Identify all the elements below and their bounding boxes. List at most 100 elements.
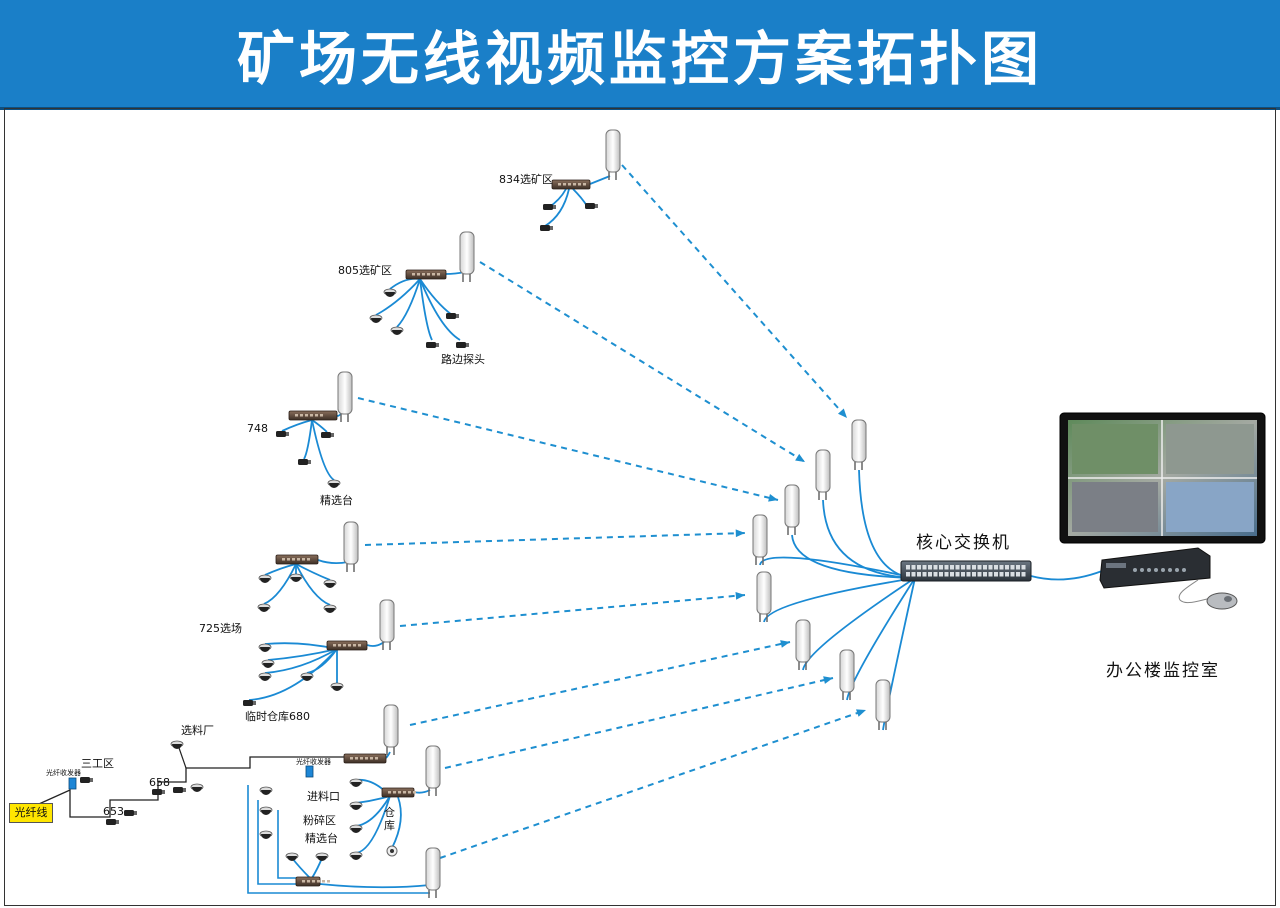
dome-camera-icon (259, 830, 273, 839)
cable-link (846, 577, 916, 701)
cable-link (257, 800, 298, 885)
fiber-line-tag: 光纤线 (9, 803, 53, 823)
dome-camera-icon (190, 783, 204, 792)
label-fiber-transceiver-2: 光纤收发器 (296, 758, 331, 766)
cable-link (589, 175, 611, 185)
cable-link (419, 278, 461, 341)
title-bar: 矿场无线视频监控方案拓扑图 (0, 0, 1280, 110)
cable-link (419, 278, 453, 316)
wireless-arrow (856, 709, 866, 717)
wireless-bridge-icon (815, 449, 831, 500)
wireless-bridge-icon (425, 745, 441, 796)
wireless-link (399, 594, 746, 627)
page-title: 矿场无线视频监控方案拓扑图 (236, 24, 1043, 93)
wireless-bridge-icon (839, 649, 855, 700)
fiber-transceiver-icon (305, 765, 314, 778)
cable-link (295, 563, 331, 606)
bullet-camera-icon (106, 819, 119, 825)
poe-switch-icon (275, 554, 319, 565)
cable-link (264, 642, 338, 650)
diagram-stage (4, 108, 1276, 906)
wireless-bridge-icon (379, 599, 395, 650)
bullet-camera-icon (585, 203, 598, 209)
poe-switch-icon (551, 179, 591, 190)
nvr-icon (1099, 547, 1211, 589)
label-office-room: 办公楼监控室 (1106, 661, 1220, 681)
wireless-arrow (780, 640, 790, 648)
wireless-link (364, 532, 746, 546)
bullet-camera-icon (298, 459, 311, 465)
cable-link (281, 419, 313, 432)
bullet-camera-icon (124, 810, 137, 816)
label-658: 658 (149, 776, 170, 789)
dome-camera-icon (257, 603, 271, 612)
label-fiber-transceiver-1: 光纤收发器 (46, 769, 81, 777)
cable-link (311, 857, 323, 879)
label-zone-834: 834选矿区 (499, 173, 553, 186)
monitor-icon (1059, 412, 1266, 544)
poe-switch-icon (343, 753, 387, 764)
wireless-bridge-icon (605, 129, 621, 180)
dome-camera-icon (261, 659, 275, 668)
cable-links (29, 175, 1103, 894)
wireless-arrow (795, 453, 805, 462)
wireless-link (439, 709, 867, 859)
wireless-link (479, 261, 806, 463)
dome-camera-icon (386, 845, 398, 857)
cable-link (396, 278, 421, 328)
wireless-link (621, 164, 848, 419)
wireless-bridge-icon (756, 571, 772, 622)
dome-camera-icon (369, 314, 383, 323)
bullet-camera-icon (173, 787, 186, 793)
cable-link (267, 648, 338, 661)
bullet-camera-icon (152, 789, 165, 795)
cable-link (291, 857, 311, 879)
cable-link (544, 188, 570, 227)
poe-switch-icon (405, 269, 447, 280)
poe-switch-icon (288, 410, 338, 421)
fiber-transceiver-icon (68, 777, 77, 790)
wireless-bridge-icon (459, 231, 475, 282)
dome-camera-icon (259, 786, 273, 795)
dome-camera-icon (300, 672, 314, 681)
poe-switch-icon (326, 640, 368, 651)
bullet-camera-icon (276, 431, 289, 437)
cable-link (822, 499, 916, 579)
cable-link (317, 559, 349, 565)
dome-camera-icon (349, 851, 363, 860)
label-roadside-probe: 路边探头 (441, 353, 485, 366)
label-feed-port: 进料口 (307, 790, 340, 803)
bullet-camera-icon (543, 204, 556, 210)
devices (68, 129, 1266, 898)
poe-switch-icon (295, 876, 330, 887)
dome-camera-icon (289, 573, 303, 582)
dome-camera-icon (170, 740, 184, 749)
cable-link (264, 563, 297, 576)
cable-link (311, 419, 335, 481)
dome-camera-icon (330, 682, 344, 691)
dome-camera-icon (327, 479, 341, 488)
label-zone-805: 805选矿区 (338, 264, 392, 277)
poe-switch-icon (381, 787, 416, 798)
cable-link (1030, 570, 1103, 581)
wireless-bridge-icon (343, 521, 359, 572)
dome-camera-icon (323, 579, 337, 588)
mouse-cable (1178, 579, 1213, 604)
mouse-icon (1206, 592, 1238, 610)
cable-link (264, 648, 338, 674)
wireless-bridge-icon (795, 619, 811, 670)
bullet-camera-icon (456, 342, 469, 348)
dome-camera-icon (259, 806, 273, 815)
dome-camera-icon (323, 604, 337, 613)
label-temp-warehouse: 临时仓库680 (245, 710, 310, 723)
cable-link (391, 796, 402, 849)
bullet-camera-icon (446, 313, 459, 319)
cable-link (295, 563, 331, 581)
bullet-camera-icon (540, 225, 553, 231)
fiber-branch (177, 744, 187, 769)
dome-camera-icon (383, 288, 397, 297)
dome-camera-icon (258, 672, 272, 681)
wireless-arrow (735, 529, 745, 538)
dome-camera-icon (258, 574, 272, 583)
wireless-arrow (823, 676, 833, 684)
